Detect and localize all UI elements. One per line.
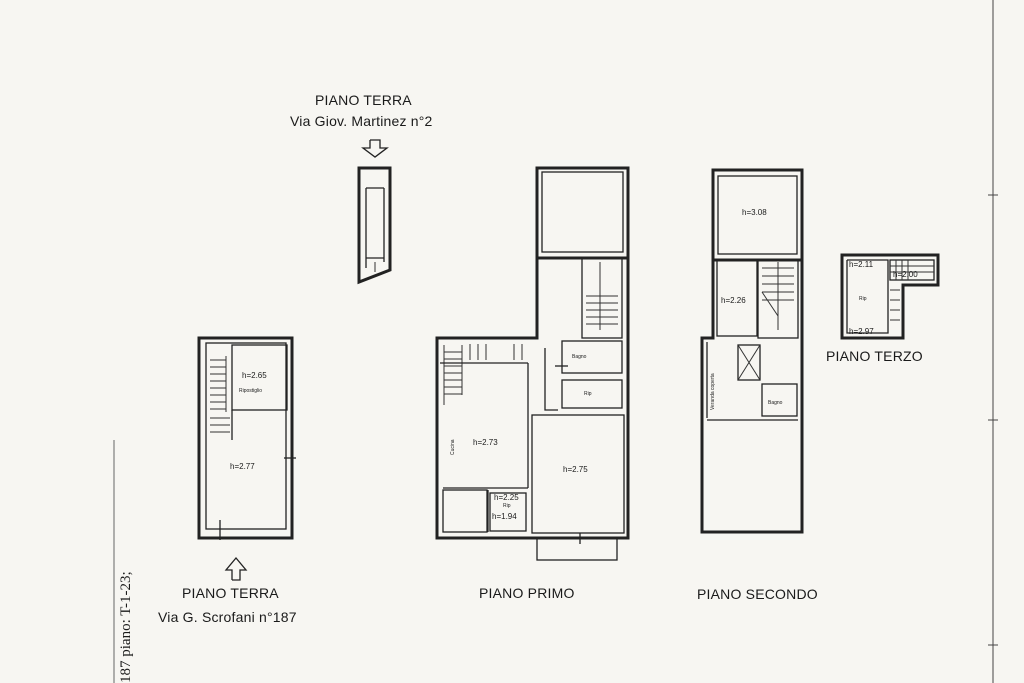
kitchen-label: Cucina xyxy=(450,439,456,455)
first-storage-label: Rip xyxy=(584,391,592,397)
second-stair-height-label: h=2.26 xyxy=(721,296,746,305)
third-storage-label: Rip xyxy=(859,296,867,302)
second-floor-plan xyxy=(700,168,804,534)
small-height-b-label: h=1.94 xyxy=(492,512,517,521)
storage-name-label: Ripostiglio xyxy=(239,388,263,394)
ground-entrance-arrow-icon xyxy=(361,139,389,158)
first-floor-title: PIANO PRIMO xyxy=(479,585,575,601)
ground-top-address: Via Giov. Martinez n°2 xyxy=(290,113,433,129)
second-bath-label: Bagno xyxy=(768,400,783,406)
third-floor-plan xyxy=(840,253,940,340)
ground-floor-plan xyxy=(197,336,296,540)
storage-height-label: h=2.65 xyxy=(242,371,267,380)
ground-bottom-address: Via G. Scrofani n°187 xyxy=(158,609,297,625)
third-height-a-label: h=2.11 xyxy=(849,260,874,269)
small-height-a-label: h=2.25 xyxy=(494,493,519,502)
third-height-c-label: h=2.97 xyxy=(849,327,874,336)
room-height-label: h=2.75 xyxy=(563,465,588,474)
ground-main-height-label: h=2.77 xyxy=(230,462,255,471)
small-storage-label: Rip xyxy=(503,503,511,509)
kitchen-height-label: h=2.73 xyxy=(473,438,498,447)
first-bath-label: Bagno xyxy=(572,354,587,360)
third-floor-title: PIANO TERZO xyxy=(826,348,923,364)
first-floor-plan xyxy=(435,166,630,561)
veranda-label: Veranda coperta xyxy=(710,373,716,410)
ground-top-title: PIANO TERRA xyxy=(315,92,412,108)
second-top-height-label: h=3.08 xyxy=(742,208,767,217)
ground-bottom-title: PIANO TERRA xyxy=(182,585,279,601)
third-height-b-label: h=2.00 xyxy=(893,270,918,279)
ground-entrance-bottom-arrow-icon xyxy=(224,556,248,581)
second-floor-title: PIANO SECONDO xyxy=(697,586,818,602)
ground-floor-corridor-plan xyxy=(357,166,392,285)
